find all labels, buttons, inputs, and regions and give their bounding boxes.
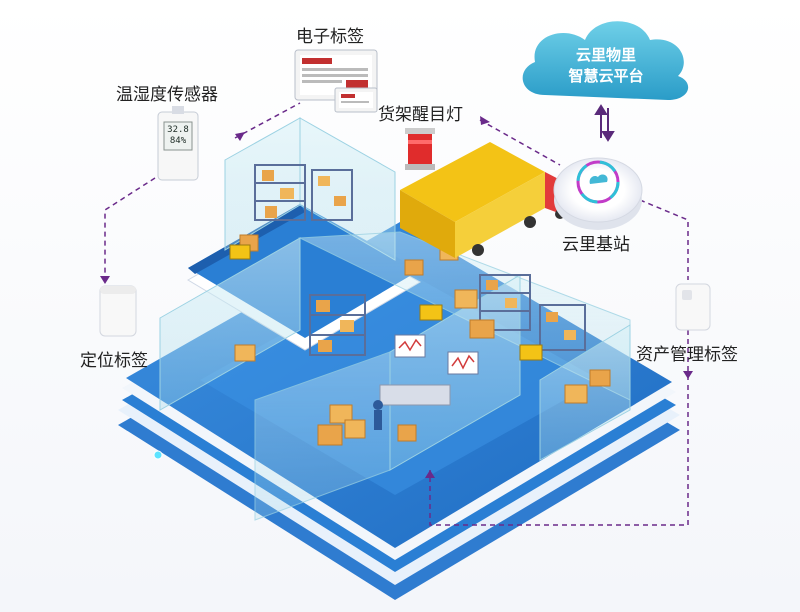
cloud-platform-title: 云里物里 智慧云平台 [536, 45, 676, 87]
sensor-readout: 32.8 84% [166, 125, 190, 147]
monitor-screen-2 [447, 351, 479, 375]
truck-container-top [400, 142, 545, 222]
link-arrowheads [100, 116, 693, 478]
location-tag-device [99, 285, 137, 337]
link-asset-to-floor [429, 385, 689, 526]
shelf-warning-light [405, 128, 435, 170]
label-shelf-light: 货架醒目灯 [378, 105, 463, 125]
connection-lines [104, 102, 689, 526]
base-station-device [553, 157, 643, 230]
temperature-humidity-sensor [157, 106, 199, 181]
monitor-screen-1 [394, 334, 426, 358]
cloud-platform [522, 21, 689, 100]
esl-devices [294, 49, 378, 113]
warehouse-shelves [254, 164, 586, 356]
location-beacon-dot [153, 450, 163, 460]
label-location-tag: 定位标签 [80, 351, 148, 371]
cloud-title-line2: 智慧云平台 [568, 67, 644, 85]
sensor-humidity: 84% [169, 136, 187, 146]
worker-figure [373, 400, 383, 410]
cloud-shape [522, 21, 689, 100]
label-asset-tag: 资产管理标签 [636, 345, 738, 365]
link-shelflight-to-station [479, 119, 561, 166]
sync-arrows-icon [594, 104, 615, 142]
link-sensor-to-esl [234, 102, 301, 139]
shelf-rack-right [479, 274, 586, 351]
workstation [373, 334, 479, 430]
link-sensor-to-location-tag [104, 177, 156, 285]
link-station-to-asset-tag [639, 199, 689, 280]
shelf-rack-upper [254, 164, 353, 221]
lower-wall-left [159, 237, 301, 411]
label-base-station: 云里基站 [562, 235, 630, 255]
truck-container-side [400, 190, 455, 258]
cloud-logo-icon [589, 174, 608, 184]
sensor-temperature: 32.8 [167, 125, 189, 135]
forklifts [229, 244, 543, 361]
label-temp-humidity-sensor: 温湿度传感器 [116, 85, 218, 105]
asset-tag-device [675, 283, 711, 331]
truck-container-front [455, 172, 545, 258]
cloud-title-line1: 云里物里 [575, 46, 636, 64]
label-esl: 电子标签 [296, 27, 364, 47]
shelf-rack-middle [309, 294, 366, 356]
